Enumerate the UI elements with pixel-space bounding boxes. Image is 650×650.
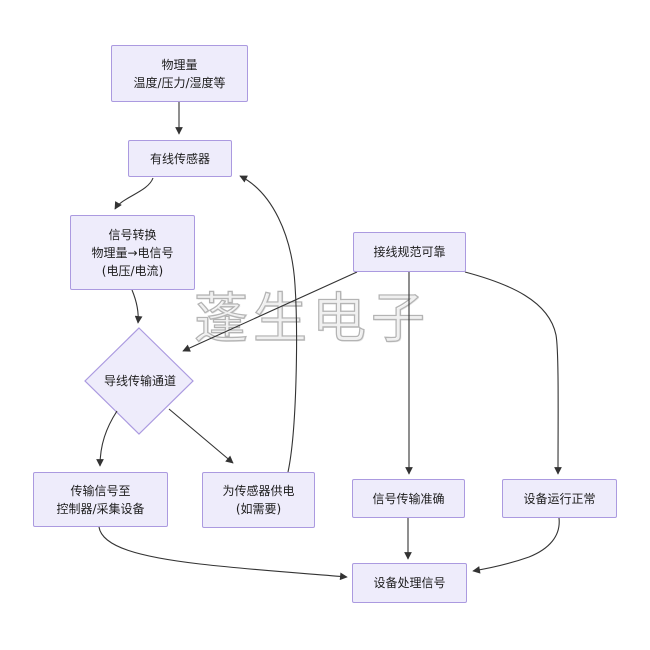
node-transmit-signal-line2: 控制器/采集设备 bbox=[56, 501, 145, 516]
node-physical-quantity-line2: 温度/压力/湿度等 bbox=[133, 75, 226, 90]
node-physical-quantity-line1: 物理量 bbox=[161, 57, 198, 72]
edge-wiring-to-normal bbox=[464, 271, 562, 475]
node-signal-conversion-line2: 物理量→电信号 bbox=[91, 245, 174, 260]
edge-wiring-to-channel bbox=[182, 271, 358, 352]
node-signal-accurate-label: 信号传输准确 bbox=[372, 491, 445, 506]
node-physical-quantity: 物理量 温度/压力/湿度等 bbox=[111, 45, 248, 102]
node-wired-sensor-label: 有线传感器 bbox=[149, 151, 210, 166]
decision-diamond-shape bbox=[84, 327, 194, 435]
node-signal-conversion: 信号转换 物理量→电信号 (电压/电流) bbox=[70, 215, 195, 290]
edge-transmit-to-process bbox=[98, 526, 348, 581]
node-wiring-standard: 接线规范可靠 bbox=[353, 232, 466, 272]
node-transmit-signal-line1: 传输信号至 bbox=[70, 483, 131, 498]
watermark-text: 蓬生电子 bbox=[193, 286, 430, 350]
edge-sensor-to-conversion bbox=[114, 177, 154, 210]
edge-normal-to-process bbox=[472, 517, 560, 574]
node-transmit-signal: 传输信号至 控制器/采集设备 bbox=[33, 472, 168, 527]
node-wire-channel: 导线传输通道 bbox=[103, 374, 176, 388]
node-device-normal-label: 设备运行正常 bbox=[523, 491, 596, 506]
node-device-normal: 设备运行正常 bbox=[502, 479, 617, 518]
node-device-process-label: 设备处理信号 bbox=[373, 576, 446, 590]
node-power-sensor-line1: 为传感器供电 bbox=[222, 484, 295, 498]
node-signal-conversion-line1: 信号转换 bbox=[108, 227, 157, 242]
node-signal-accurate: 信号传输准确 bbox=[352, 479, 465, 518]
edge-conversion-to-channel bbox=[131, 289, 143, 324]
edge-channel-to-power bbox=[168, 408, 234, 464]
node-power-sensor: 为传感器供电 (如需要) bbox=[202, 472, 315, 528]
node-signal-conversion-line3: (电压/电流) bbox=[101, 263, 164, 278]
edge-power-to-sensor bbox=[239, 175, 298, 473]
node-wiring-standard-label: 接线规范可靠 bbox=[373, 245, 446, 259]
node-device-process: 设备处理信号 bbox=[352, 563, 467, 603]
edge-channel-to-transmit bbox=[96, 410, 118, 467]
node-power-sensor-line2: (如需要) bbox=[235, 502, 282, 516]
node-wired-sensor: 有线传感器 bbox=[128, 140, 232, 177]
